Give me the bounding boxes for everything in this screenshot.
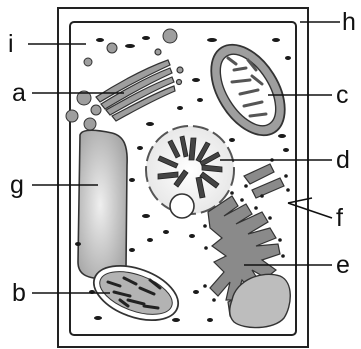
label-i: i	[8, 30, 14, 58]
label-b: b	[12, 279, 26, 307]
label-c: c	[336, 81, 349, 109]
nucleolus	[170, 194, 194, 218]
vacuole	[78, 130, 127, 279]
label-g: g	[10, 171, 24, 199]
label-f: f	[336, 204, 343, 232]
label-h: h	[342, 8, 356, 36]
label-e: e	[336, 251, 350, 279]
label-a: a	[12, 79, 26, 107]
label-d: d	[336, 146, 350, 174]
